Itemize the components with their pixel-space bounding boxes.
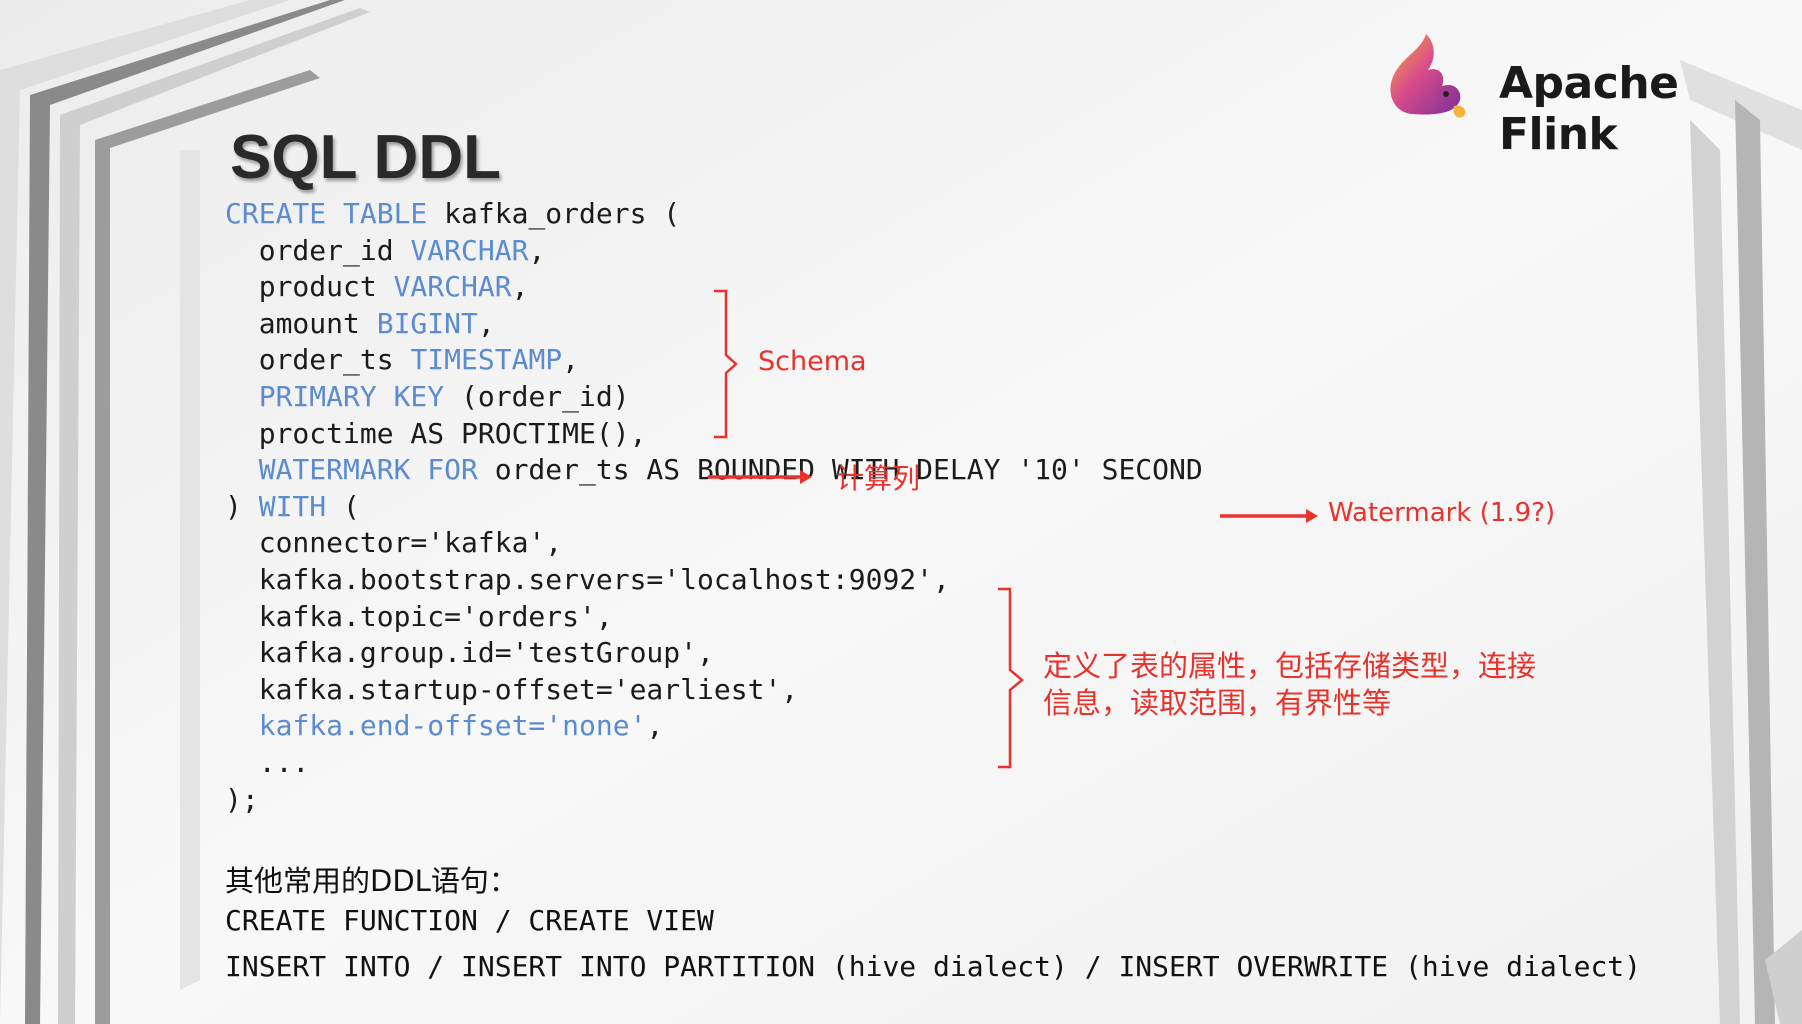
- code-line: connector='kafka',: [225, 525, 1203, 562]
- brand-name: Apache Flink: [1499, 58, 1679, 160]
- other-ddl-heading: 其他常用的DDL语句：: [225, 864, 518, 898]
- code-text: );: [225, 782, 259, 816]
- code-text: proctime AS PROCTIME(),: [225, 416, 647, 450]
- schema-annotation: Schema: [758, 346, 867, 377]
- code-text: ,: [562, 343, 580, 377]
- code-text: ...: [225, 745, 310, 779]
- other-ddl-line-2: INSERT INTO / INSERT INTO PARTITION (hiv…: [225, 950, 1642, 983]
- code-keyword: WATERMARK FOR: [225, 453, 495, 487]
- code-line: kafka.group.id='testGroup',: [225, 635, 1203, 672]
- watermark-annotation: Watermark (1.9?): [1328, 498, 1556, 528]
- code-line: ...: [225, 745, 1203, 782]
- code-text: (: [326, 489, 360, 523]
- code-text: product: [225, 270, 394, 304]
- other-ddl-line-1: CREATE FUNCTION / CREATE VIEW: [225, 904, 714, 937]
- code-text: order_ts AS BOUNDED WITH DELAY '10' SECO…: [494, 453, 1203, 487]
- code-line: proctime AS PROCTIME(),: [225, 416, 1203, 453]
- code-text: ,: [477, 306, 495, 340]
- code-line: );: [225, 782, 1203, 819]
- code-text: kafka.group.id='testGroup',: [225, 636, 714, 670]
- code-keyword: VARCHAR: [393, 270, 512, 304]
- code-line: CREATE TABLE kafka_orders (: [225, 196, 1203, 233]
- code-line: product VARCHAR,: [225, 269, 1203, 306]
- code-text: ,: [646, 709, 664, 743]
- code-line: order_ts TIMESTAMP,: [225, 342, 1203, 379]
- ddl-code-block: CREATE TABLE kafka_orders ( order_id VAR…: [225, 196, 1203, 818]
- code-text: (order_id): [461, 379, 630, 413]
- code-keyword: PRIMARY KEY: [225, 379, 462, 413]
- code-keyword: CREATE TABLE: [225, 197, 445, 230]
- code-text: connector='kafka',: [225, 526, 563, 560]
- code-line: kafka.end-offset='none',: [225, 708, 1203, 745]
- code-text: order_id: [225, 233, 411, 267]
- code-text: amount: [225, 306, 377, 340]
- code-keyword: WITH: [258, 489, 327, 523]
- code-line: PRIMARY KEY (order_id): [225, 379, 1203, 416]
- code-keyword: BIGINT: [376, 306, 478, 340]
- properties-annotation: 定义了表的属性，包括存储类型，连接信息，读取范围，有界性等: [1043, 649, 1537, 720]
- code-line: kafka.topic='orders',: [225, 599, 1203, 636]
- code-keyword: VARCHAR: [410, 233, 529, 267]
- code-line: amount BIGINT,: [225, 306, 1203, 343]
- code-line: ) WITH (: [225, 489, 1203, 526]
- code-line: order_id VARCHAR,: [225, 233, 1203, 270]
- code-text: order_ts: [225, 343, 411, 377]
- code-text: ,: [528, 233, 546, 267]
- code-text: ,: [511, 270, 529, 304]
- code-text: ): [225, 489, 259, 523]
- code-text: kafka.startup-offset='earliest',: [225, 672, 799, 706]
- code-text: kafka_orders (: [444, 197, 681, 230]
- code-keyword: kafka.end-offset='none': [225, 709, 647, 743]
- slide-title: SQL DDL: [230, 123, 501, 192]
- code-text: kafka.bootstrap.servers='localhost:9092'…: [225, 562, 950, 596]
- code-keyword: TIMESTAMP: [410, 343, 563, 377]
- code-line: WATERMARK FOR order_ts AS BOUNDED WITH D…: [225, 452, 1203, 489]
- flink-squirrel-logo-icon: [1390, 34, 1466, 118]
- code-line: kafka.startup-offset='earliest',: [225, 672, 1203, 709]
- code-text: kafka.topic='orders',: [225, 599, 613, 633]
- computed-column-annotation: 计算列: [836, 462, 921, 495]
- code-line: kafka.bootstrap.servers='localhost:9092'…: [225, 562, 1203, 599]
